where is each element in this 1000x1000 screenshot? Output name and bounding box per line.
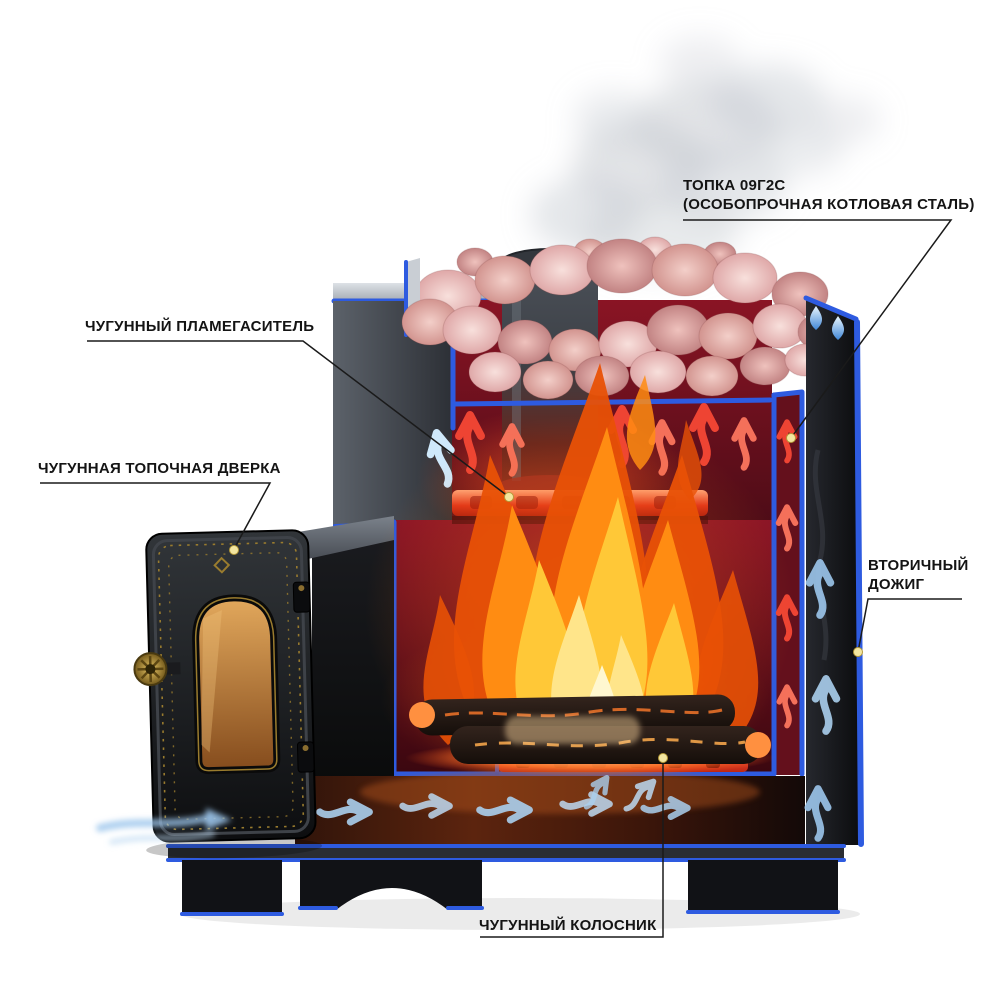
callout-dot-door <box>229 545 239 555</box>
door-handle <box>133 652 181 687</box>
label-line: ЧУГУННЫЙ КОЛОСНИК <box>479 917 657 934</box>
callout-dot-flame-arrester <box>504 492 514 502</box>
callout-dots <box>229 433 863 763</box>
callout-dot-grate <box>658 753 668 763</box>
door-diamond-ornament <box>213 556 231 574</box>
callout-line-grate <box>480 758 664 938</box>
sauna-stones-front <box>401 298 843 400</box>
callout-line-secondary <box>857 598 962 653</box>
callout-line-flame-arrester <box>87 340 510 498</box>
stove-legs <box>180 860 840 916</box>
label-line: ДОЖИГ <box>868 576 925 593</box>
label-secondary-afterburn: ВТОРИЧНЫЙ ДОЖИГ <box>868 556 969 594</box>
label-firebox-door: ЧУГУННАЯ ТОПОЧНАЯ ДВЕРКА <box>38 459 281 478</box>
label-line: ЧУГУННАЯ ТОПОЧНАЯ ДВЕРКА <box>38 460 281 477</box>
door-hinge-bottom <box>296 741 315 773</box>
label-firebox-steel: ТОПКА 09Г2С (ОСОБОПРОЧНАЯ КОТЛОВАЯ СТАЛЬ… <box>683 176 975 214</box>
label-line: ЧУГУННЫЙ ПЛАМЕГАСИТЕЛЬ <box>85 318 315 335</box>
label-line: ТОПКА 09Г2С <box>683 177 786 194</box>
smoke <box>530 36 881 275</box>
lower-air-channel <box>295 770 805 846</box>
callout-line-firebox-steel <box>683 219 953 439</box>
right-outer-panel <box>803 295 864 847</box>
air-intake-streaks <box>96 808 232 845</box>
label-line: (ОСОБОПРОЧНАЯ КОТЛОВАЯ СТАЛЬ) <box>683 196 975 213</box>
label-flame-arrester: ЧУГУННЫЙ ПЛАМЕГАСИТЕЛЬ <box>85 317 314 336</box>
label-line: ВТОРИЧНЫЙ <box>868 557 969 574</box>
burning-logs <box>405 694 775 776</box>
door-hinge-top <box>292 581 311 613</box>
flame-emblem-icon <box>809 306 845 340</box>
label-grate: ЧУГУННЫЙ КОЛОСНИК <box>479 916 657 935</box>
stone-tray-bottom-edge <box>452 397 773 407</box>
callout-dot-secondary <box>853 647 863 657</box>
callouts <box>40 219 962 938</box>
door-window <box>192 594 281 775</box>
callout-dot-firebox-steel <box>786 433 796 443</box>
callout-line-door <box>40 482 272 550</box>
cast-iron-door <box>133 529 323 859</box>
